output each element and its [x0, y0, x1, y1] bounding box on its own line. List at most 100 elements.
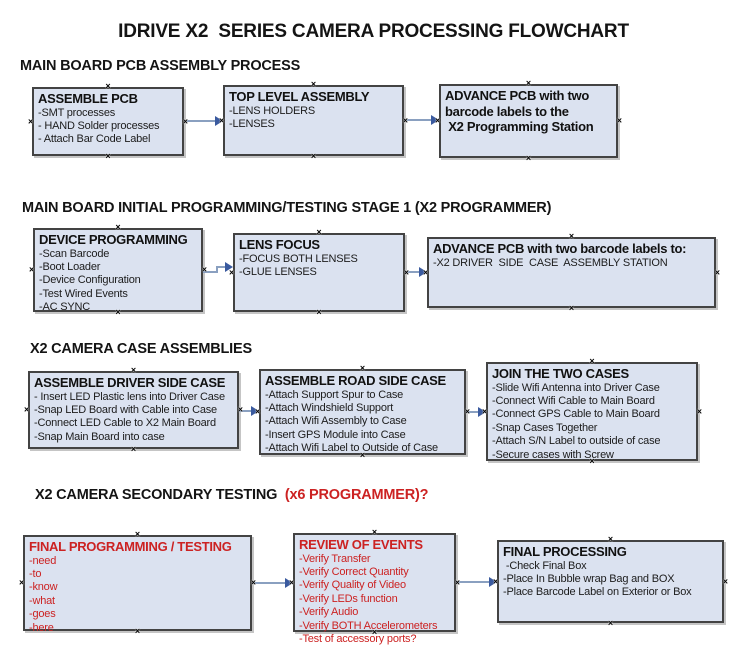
section-heading-text: X2 CAMERA CASE ASSEMBLIES — [30, 341, 252, 357]
arrow-head-icon — [478, 407, 486, 417]
box-items: -LENS HOLDERS -LENSES — [229, 104, 316, 130]
connection-handle-icon[interactable]: × — [722, 576, 728, 586]
connection-handle-icon[interactable]: × — [182, 116, 188, 126]
connection-handle-icon[interactable]: × — [403, 267, 409, 277]
connection-handle-icon[interactable]: × — [589, 356, 595, 366]
section-heading-text: MAIN BOARD PCB ASSEMBLY PROCESS — [20, 58, 301, 74]
connection-handle-icon[interactable]: × — [359, 363, 366, 373]
box-items: -Scan Barcode -Boot Loader -Device Confi… — [39, 247, 141, 314]
connection-handle-icon[interactable]: × — [371, 527, 378, 537]
connection-handle-icon[interactable]: × — [568, 303, 575, 313]
flow-arrow-row4-left[interactable] — [252, 578, 293, 588]
connection-handle-icon[interactable]: × — [371, 627, 378, 637]
box-title: LENS FOCUS — [239, 237, 320, 252]
flow-arrow-row2-right[interactable] — [405, 267, 427, 277]
connection-handle-icon[interactable]: × — [525, 78, 532, 88]
box-title: ADVANCE PCB with two barcode labels to: — [433, 241, 687, 256]
box-title: FINAL PROCESSING — [503, 544, 627, 559]
section-heading-secondary-testing: X2 CAMERA SECONDARY TESTING (x6 PROGRAMM… — [35, 487, 428, 503]
connection-handle-icon[interactable]: × — [493, 576, 499, 586]
connection-handle-icon[interactable]: × — [28, 116, 34, 126]
flow-arrow-row1-left[interactable] — [184, 116, 223, 126]
connection-handle-icon[interactable]: × — [250, 577, 256, 588]
box-title: FINAL PROGRAMMING / TESTING — [29, 539, 232, 554]
flow-box-assemble-road-side-case[interactable]: ASSEMBLE ROAD SIDE CASE -Attach Support … — [255, 364, 470, 460]
connection-handle-icon[interactable]: × — [229, 267, 235, 277]
connection-handle-icon[interactable]: × — [237, 404, 243, 415]
connection-handle-icon[interactable]: × — [482, 406, 488, 416]
connection-handle-icon[interactable]: × — [130, 444, 137, 454]
connection-handle-icon[interactable]: × — [24, 404, 30, 415]
flow-box-advance-pcb-to-programming-station[interactable]: ADVANCE PCB with two barcode labels to t… — [435, 79, 622, 163]
connection-handle-icon[interactable]: × — [316, 307, 322, 317]
flow-box-assemble-pcb[interactable]: ASSEMBLE PCB -SMT processes - HAND Solde… — [28, 82, 188, 161]
flow-box-advance-pcb-to-case-assembly[interactable]: ADVANCE PCB with two barcode labels to: … — [423, 232, 720, 313]
flow-box-top-level-assembly[interactable]: TOP LEVEL ASSEMBLY -LENS HOLDERS -LENSES… — [219, 80, 408, 161]
box-title: TOP LEVEL ASSEMBLY — [229, 89, 370, 104]
arrow-line — [404, 119, 433, 121]
connection-handle-icon[interactable]: × — [616, 115, 622, 126]
connection-handle-icon[interactable]: × — [105, 81, 111, 91]
connection-handle-icon[interactable]: × — [130, 365, 137, 375]
connection-handle-icon[interactable]: × — [310, 151, 317, 161]
flow-box-assemble-driver-side-case[interactable]: ASSEMBLE DRIVER SIDE CASE - Insert LED P… — [24, 366, 243, 454]
arrow-line — [239, 410, 253, 412]
box-title: DEVICE PROGRAMMING — [39, 232, 188, 247]
box-items: -SMT processes - HAND Solder processes -… — [38, 106, 160, 146]
connection-handle-icon[interactable]: × — [402, 115, 408, 125]
connection-handle-icon[interactable]: × — [255, 406, 261, 417]
section-heading-red-suffix: (x6 PROGRAMMER)? — [277, 487, 429, 503]
box-title: REVIEW OF EVENTS — [299, 537, 423, 552]
connection-handle-icon[interactable]: × — [696, 406, 702, 416]
box-items: -FOCUS BOTH LENSES -GLUE LENSES — [239, 252, 358, 278]
connection-handle-icon[interactable]: × — [134, 626, 141, 636]
connection-handle-icon[interactable]: × — [714, 267, 720, 277]
arrow-head-icon — [251, 406, 259, 416]
connection-handle-icon[interactable]: × — [219, 115, 225, 125]
connection-handle-icon[interactable]: × — [525, 153, 532, 163]
section-heading-pcb-assembly: MAIN BOARD PCB ASSEMBLY PROCESS — [20, 58, 300, 74]
connection-handle-icon[interactable]: × — [568, 231, 575, 241]
arrow-line — [405, 271, 421, 273]
flow-box-review-of-events[interactable]: REVIEW OF EVENTS -Verify Transfer -Verif… — [289, 528, 460, 645]
connection-handle-icon[interactable]: × — [105, 151, 111, 161]
flow-box-lens-focus[interactable]: LENS FOCUS -FOCUS BOTH LENSES -GLUE LENS… — [229, 228, 409, 317]
flow-arrow-row3-left[interactable] — [239, 406, 259, 416]
flow-box-join-the-two-cases[interactable]: JOIN THE TWO CASES -Slide Wifi Antenna i… — [482, 357, 702, 466]
connection-handle-icon[interactable]: × — [454, 577, 460, 587]
connection-handle-icon[interactable]: × — [289, 577, 295, 587]
connection-handle-icon[interactable]: × — [201, 264, 207, 275]
connection-handle-icon[interactable]: × — [435, 115, 441, 126]
connection-handle-icon[interactable]: × — [316, 227, 322, 237]
flow-arrow-row3-right[interactable] — [466, 407, 486, 417]
connection-handle-icon[interactable]: × — [310, 79, 317, 89]
box-title: ASSEMBLE DRIVER SIDE CASE — [34, 375, 226, 390]
flow-box-final-programming-testing[interactable]: FINAL PROGRAMMING / TESTING -need -to -k… — [19, 530, 256, 636]
connection-handle-icon[interactable]: × — [29, 264, 35, 275]
connection-handle-icon[interactable]: × — [464, 406, 470, 417]
flow-arrow-row1-right[interactable] — [404, 115, 439, 125]
connection-handle-icon[interactable]: × — [134, 529, 141, 539]
connection-handle-icon[interactable]: × — [423, 267, 429, 277]
arrow-line — [252, 582, 287, 584]
flow-arrow-row2-left[interactable] — [203, 259, 233, 275]
flow-box-device-programming[interactable]: DEVICE PROGRAMMING -Scan Barcode -Boot L… — [29, 223, 207, 317]
connection-handle-icon[interactable]: × — [19, 577, 25, 588]
connection-handle-icon[interactable]: × — [115, 307, 121, 317]
connection-handle-icon[interactable]: × — [607, 618, 614, 628]
box-items: - Insert LED Plastic lens into Driver Ca… — [34, 390, 225, 443]
connection-handle-icon[interactable]: × — [589, 456, 595, 466]
page-title: IDRIVE X2 SERIES CAMERA PROCESSING FLOWC… — [118, 21, 629, 42]
box-title: ADVANCE PCB with two barcode labels to t… — [445, 88, 594, 134]
box-items: -X2 DRIVER SIDE CASE ASSEMBLY STATION — [433, 256, 668, 269]
box-items: -Slide Wifi Antenna into Driver Case -Co… — [492, 381, 661, 461]
flow-arrow-row4-right[interactable] — [456, 577, 497, 587]
flow-box-final-processing[interactable]: FINAL PROCESSING -Check Final Box -Place… — [493, 535, 728, 628]
arrow-line — [456, 581, 491, 583]
connection-handle-icon[interactable]: × — [359, 450, 366, 460]
box-items: -need -to -know -what -goes -here — [29, 554, 58, 634]
section-heading-initial-programming: MAIN BOARD INITIAL PROGRAMMING/TESTING S… — [22, 200, 551, 216]
connection-handle-icon[interactable]: × — [607, 534, 614, 544]
connection-handle-icon[interactable]: × — [115, 222, 121, 232]
